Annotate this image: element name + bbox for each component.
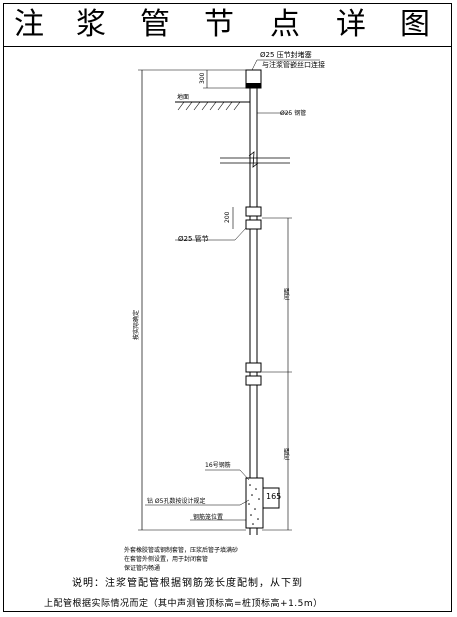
- title-char: 节: [204, 7, 234, 42]
- bottom-note-1: 外套橡胶管或钢制套管，压浆后管子填满砂: [124, 547, 239, 554]
- grout-block-label: 钢筋笼位置: [193, 514, 224, 521]
- title-char: 详: [336, 7, 366, 42]
- steel-pipe-label: Ø25 钢管: [280, 110, 307, 117]
- pipe-joint-upper-2: [245, 362, 262, 373]
- title-char: 图: [400, 7, 430, 42]
- bottom-grout-block: [245, 477, 264, 529]
- dim-300-label: 300: [199, 72, 206, 84]
- dim-200-label: 200: [224, 211, 231, 223]
- bottom-note-2: 在套管外侧设置，用于封闭套管: [124, 556, 209, 563]
- length-vertical-label: 按实际确定: [133, 309, 140, 340]
- hole-note-label: 钻 Ø5孔数按设计规定: [147, 498, 206, 505]
- notes-line-2: 上配管根据实际情况而定（其中声测管顶标高=桩顶标高+1.5m）: [44, 599, 323, 609]
- pipe-joint-label: Ø25 管节: [178, 235, 209, 243]
- dim-165-label: 165: [266, 492, 282, 501]
- spacing-label-1: 间距: [284, 287, 291, 300]
- top-cap-band: [246, 83, 261, 88]
- rebar-label: 16号钢筋: [205, 462, 231, 469]
- title-char: 点: [270, 7, 300, 42]
- top-plug-label: Ø25 压节封堵塞: [260, 51, 312, 59]
- dim-165-box: [262, 487, 280, 509]
- title-char: 浆: [76, 7, 106, 42]
- ground-hatch: [177, 101, 241, 111]
- title-divider: [3, 46, 452, 47]
- break-zigzag: [248, 151, 259, 168]
- title-char: 管: [140, 7, 170, 42]
- drawing-frame: [3, 3, 452, 612]
- spacing-label-2: 间距: [284, 447, 291, 460]
- top-connect-label: 与注浆管嵌丝口连接: [262, 61, 325, 69]
- grout-dots: [248, 484, 260, 525]
- bottom-note-3: 保证管内畅通: [124, 565, 161, 572]
- pipe-joint-upper: [245, 206, 262, 217]
- title-char: 注: [14, 7, 44, 42]
- pipe-joint-lower: [245, 219, 262, 230]
- pipe-joint-lower-2: [245, 375, 262, 386]
- ground-label: 地面: [177, 94, 190, 101]
- notes-line-1: 说明：注浆管配管根据钢筋笼长度配制，从下到: [72, 578, 303, 589]
